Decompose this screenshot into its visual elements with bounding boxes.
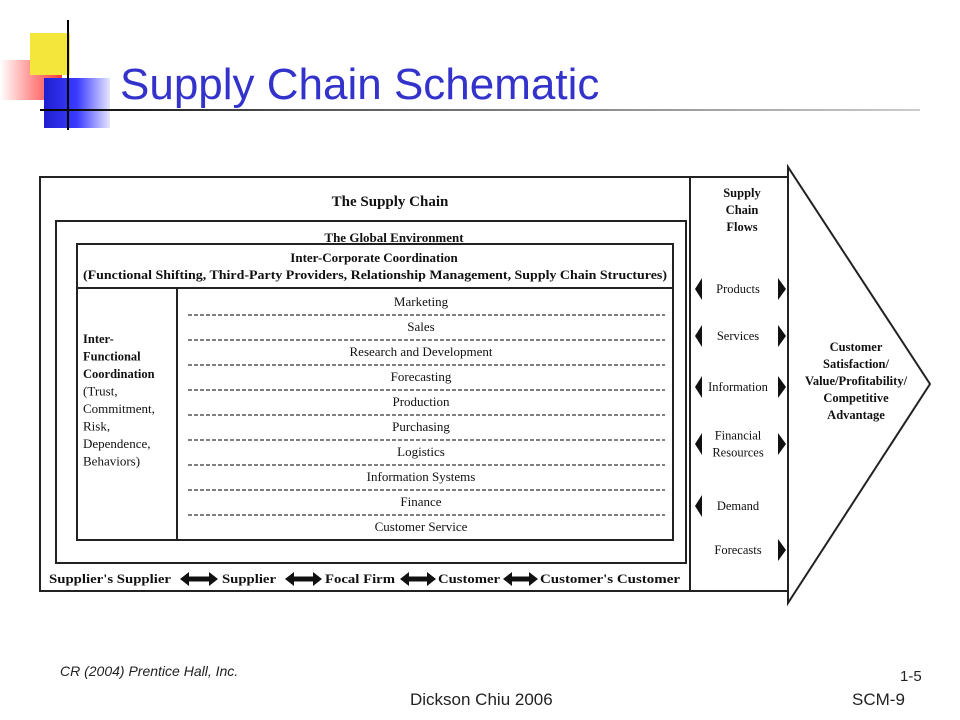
- footer-author: Dickson Chiu 2006: [410, 690, 553, 709]
- double-arrow-icon: [503, 572, 538, 586]
- double-arrow-icon: [180, 572, 218, 586]
- footer-course: SCM-9: [852, 690, 905, 709]
- decor-vertical-line: [67, 20, 69, 130]
- function-label: Purchasing: [392, 419, 450, 434]
- function-label: Research and Development: [350, 344, 493, 359]
- flow-right-arrow-icon: [778, 376, 786, 398]
- slide-title: Supply Chain Schematic: [120, 60, 600, 109]
- function-label: Finance: [400, 494, 441, 509]
- chain-member: Supplier's Supplier: [49, 572, 172, 586]
- flow-right-arrow-icon: [778, 278, 786, 300]
- outcome-arrow-shape: [689, 163, 932, 607]
- function-label: Sales: [407, 319, 434, 334]
- inter-functional-line: (Trust,: [83, 384, 118, 399]
- inter-corporate-frame: [76, 243, 674, 541]
- decor-yellow-square: [30, 33, 70, 75]
- global-environment-heading: The Global Environment: [324, 230, 464, 245]
- double-arrow-icon: [285, 572, 322, 586]
- credit-text: CR (2004) Prentice Hall, Inc.: [60, 663, 239, 679]
- global-environment-frame: [55, 220, 687, 564]
- flow-label: Demand: [717, 499, 760, 513]
- flow-label: Resources: [712, 446, 764, 460]
- flow-left-arrow-icon: [695, 376, 702, 398]
- inter-functional-line: Dependence,: [83, 436, 151, 451]
- outcome-line: Customer: [830, 340, 883, 354]
- flow-label: Information: [708, 380, 768, 394]
- inter-functional-line: Behaviors): [83, 454, 140, 469]
- outcome-line: Satisfaction/: [823, 357, 890, 371]
- flow-left-arrow-icon: [695, 278, 702, 300]
- outcome-text: CustomerSatisfaction/Value/Profitability…: [805, 340, 908, 422]
- flow-label: Financial: [715, 429, 762, 443]
- chain-member: Supplier: [222, 572, 277, 586]
- flows-heading-line: Flows: [726, 220, 757, 234]
- function-label: Forecasting: [391, 369, 452, 384]
- flow-left-arrow-icon: [695, 495, 702, 517]
- inter-corporate-detail: (Functional Shifting, Third-Party Provid…: [83, 268, 667, 282]
- flow-label: Services: [717, 329, 759, 343]
- flow-right-arrow-icon: [778, 325, 786, 347]
- flow-label: Products: [716, 282, 760, 296]
- function-label: Information Systems: [367, 469, 476, 484]
- flow-label: Forecasts: [714, 543, 761, 557]
- inter-functional-line: Coordination: [83, 367, 155, 381]
- decor-blue-square: [44, 78, 110, 128]
- inter-corporate-heading: Inter-Corporate Coordination: [290, 250, 458, 265]
- flow-right-arrow-icon: [778, 433, 786, 455]
- outcome-line: Advantage: [827, 408, 885, 422]
- supply-chain-members: Supplier's Supplier Supplier Focal Firm Cus…: [49, 572, 681, 586]
- chain-member: Customer's Customer: [540, 572, 681, 586]
- supply-chain-heading: The Supply Chain: [332, 194, 449, 210]
- function-label: Production: [392, 394, 450, 409]
- flows-heading-line: Supply: [723, 186, 761, 200]
- decor-horizontal-line: [40, 109, 920, 111]
- inter-functional-line: Functional: [83, 350, 141, 364]
- page-number: 1-5: [900, 668, 922, 685]
- function-label: Logistics: [397, 444, 445, 459]
- outcome-line: Value/Profitability/: [805, 374, 908, 388]
- flows-heading-line: Chain: [726, 203, 759, 217]
- inter-functional-line: Inter-: [83, 332, 114, 346]
- flows-list: ProductsServicesInformationFinancialReso…: [695, 278, 786, 561]
- flow-left-arrow-icon: [695, 433, 702, 455]
- inter-functional-line: Commitment,: [83, 401, 155, 416]
- outcome-line: Competitive: [823, 391, 889, 405]
- function-label: Customer Service: [375, 519, 468, 534]
- function-label: Marketing: [394, 294, 449, 309]
- flow-left-arrow-icon: [695, 325, 702, 347]
- double-arrow-icon: [400, 572, 436, 586]
- chain-member: Customer: [438, 572, 501, 586]
- flow-right-arrow-icon: [778, 539, 786, 561]
- inter-functional-line: Risk,: [83, 419, 110, 434]
- chain-member: Focal Firm: [325, 572, 396, 586]
